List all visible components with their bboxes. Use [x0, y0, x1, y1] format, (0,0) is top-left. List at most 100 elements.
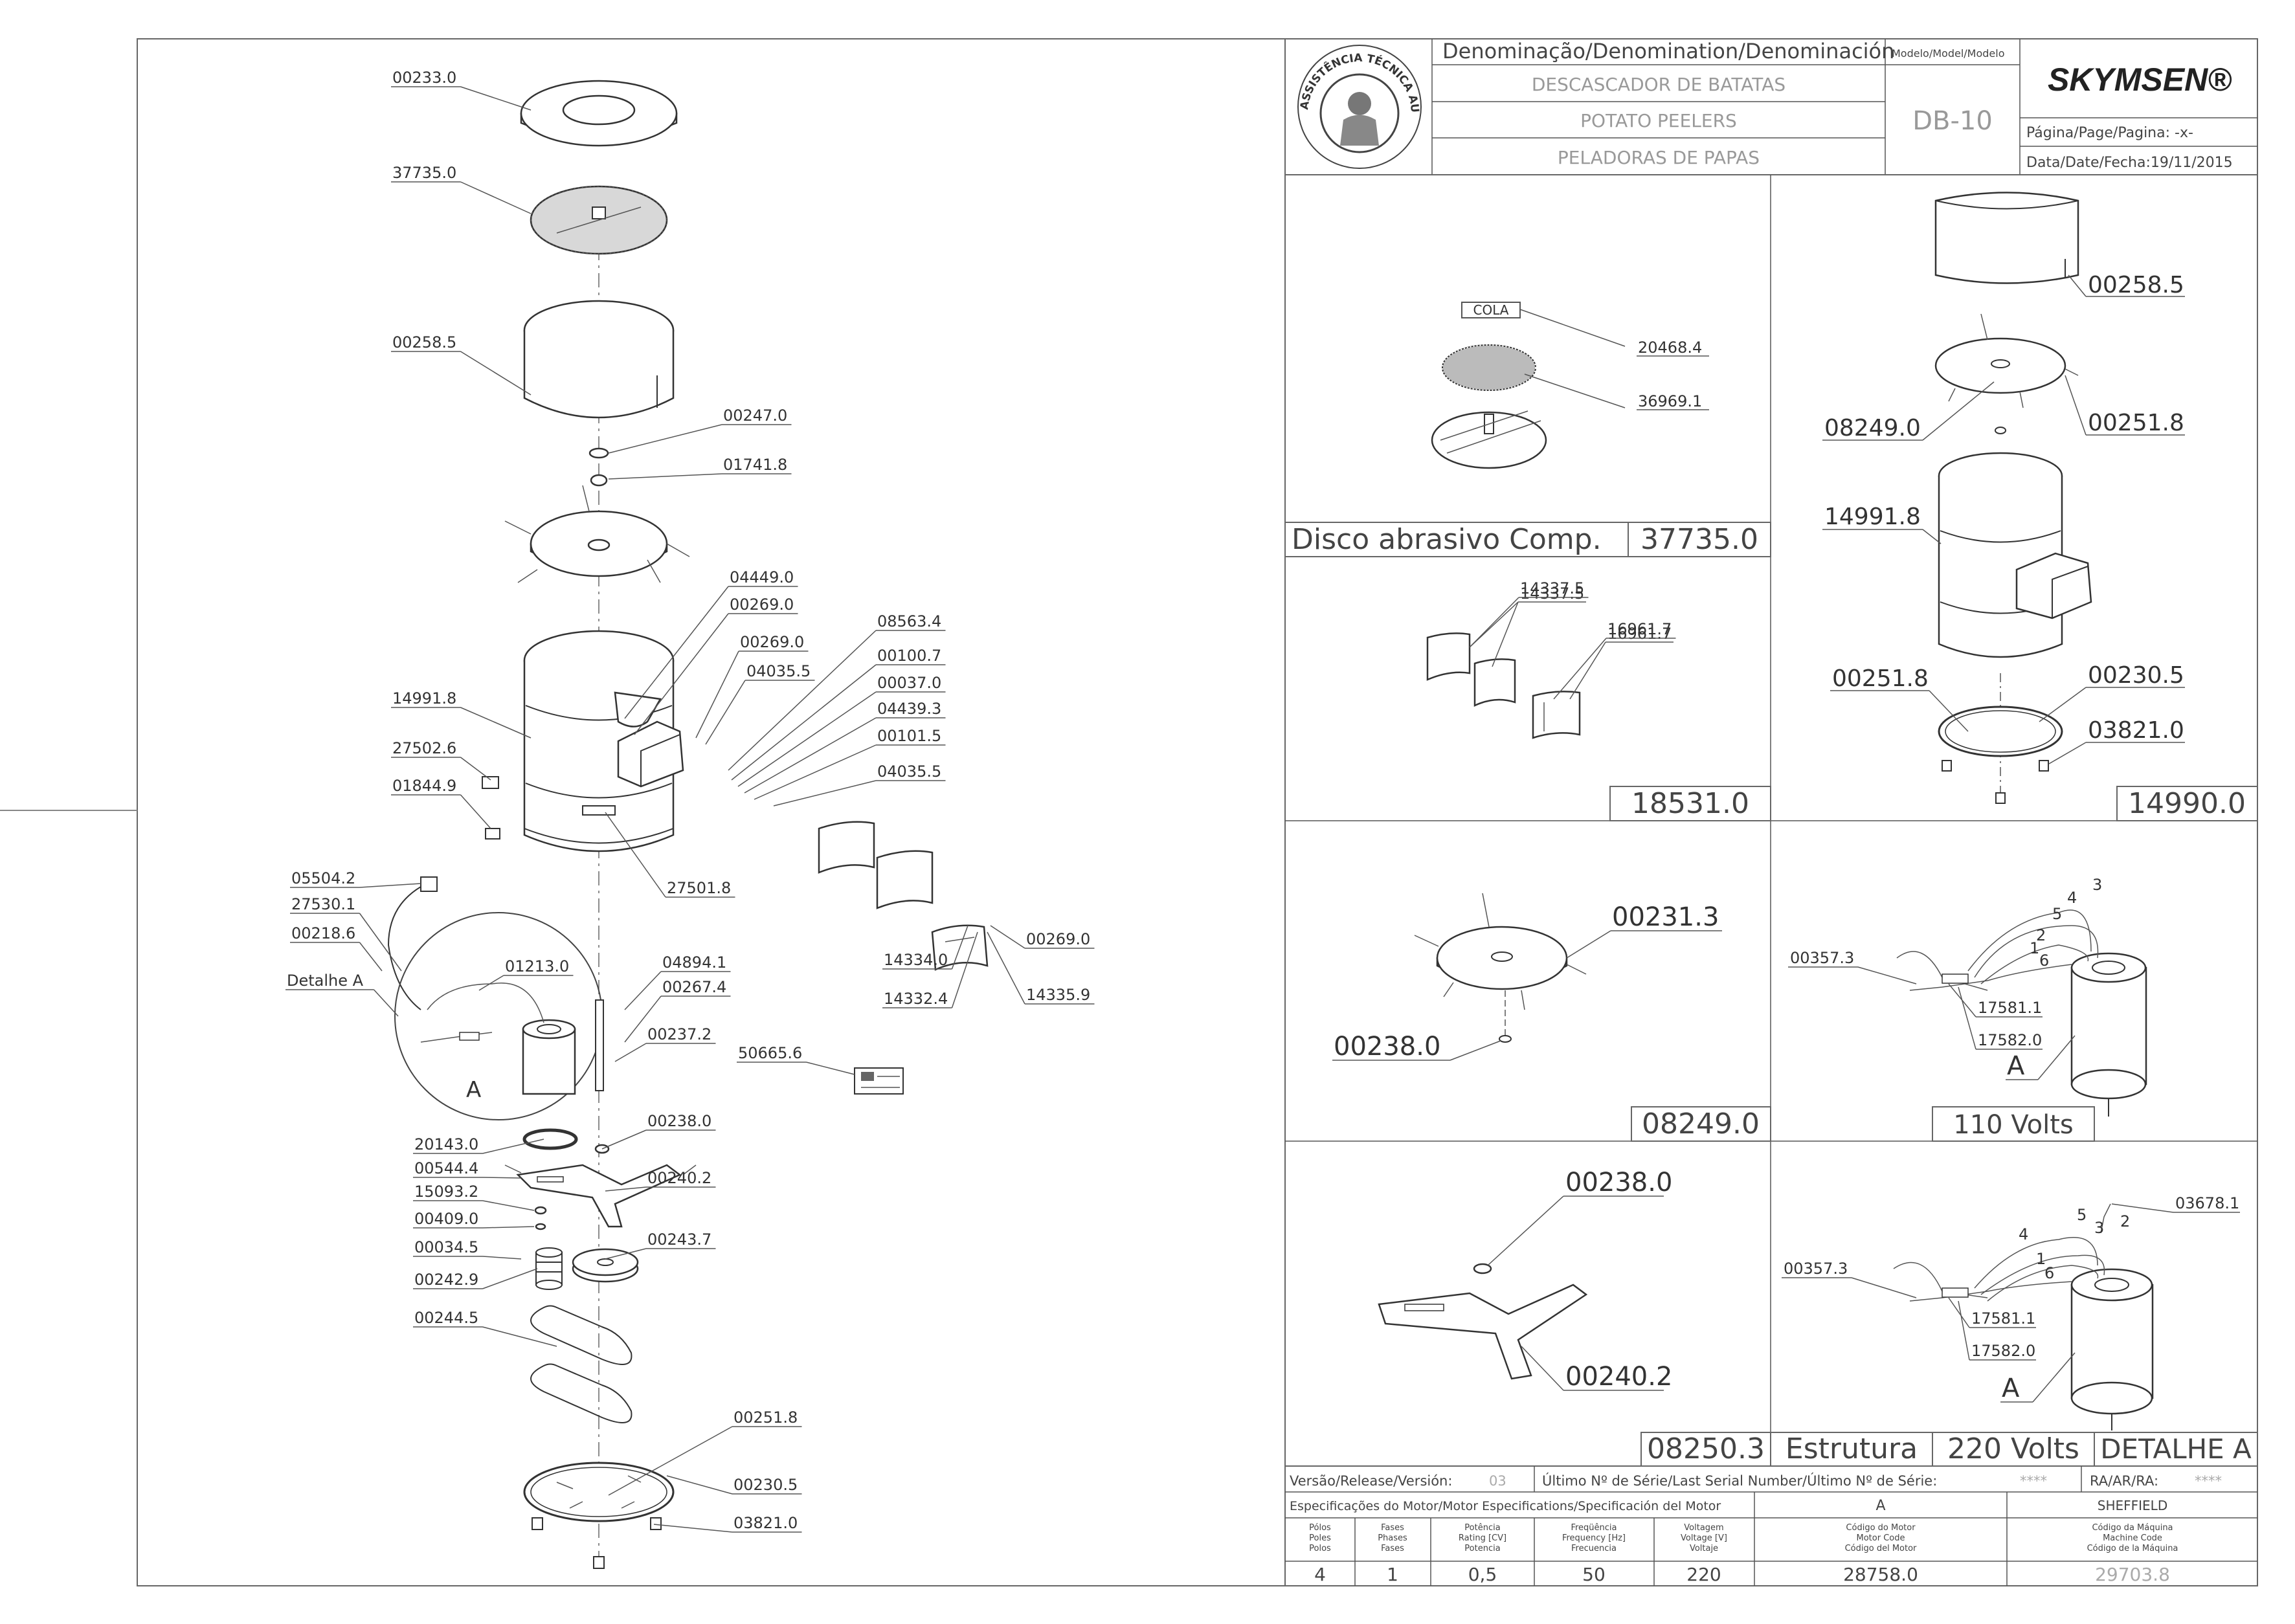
col-voltage-l1: Voltagem: [1684, 1523, 1723, 1533]
tank-code: 14990.0: [2128, 787, 2246, 820]
cola-label: COLA: [1473, 302, 1509, 318]
base-ring: [523, 1462, 675, 1569]
screw-15093: [534, 1206, 547, 1215]
main-part-label-19: 05504.2: [291, 869, 355, 887]
main-part-leader-35: [605, 1248, 647, 1260]
main-part-label-24: 04894.1: [662, 953, 726, 972]
m110-detail: A: [2007, 1051, 2025, 1081]
main-part-leader-4: [608, 473, 722, 480]
m220-wire-d: 4: [2019, 1225, 2028, 1243]
col-phases-l3: Fases: [1381, 1544, 1404, 1553]
main-part-label-10: 00100.7: [877, 647, 941, 665]
main-part-label-25: 00267.4: [662, 978, 726, 996]
col-motor-code-l3: Código del Motor: [1845, 1544, 1917, 1553]
svg-text:ASSISTÊNCIA TÉCNICA AUTORIZADA: ASSISTÊNCIA TÉCNICA AUTORIZADA: [0, 0, 1421, 113]
side-part-label-4: 00269.0: [1026, 930, 1090, 948]
version-label: Versão/Release/Versión:: [1290, 1473, 1452, 1489]
col-rating-l3: Potencia: [1464, 1544, 1500, 1553]
washer-00409: [535, 1223, 546, 1230]
side-part-label-0: 14337.5: [1520, 579, 1584, 597]
m220-wire-a: 5: [2077, 1206, 2087, 1224]
main-part-leader-11: [737, 691, 877, 787]
main-part-leader-1: [460, 181, 532, 214]
main-part-label-1: 37735.0: [392, 164, 456, 182]
col-motor-code-l2: Motor Code: [1857, 1533, 1905, 1543]
side-part-label-2: 14334.0: [884, 951, 948, 969]
col-phases-value: 1: [1387, 1564, 1398, 1585]
motor-variant: A: [1875, 1498, 1885, 1514]
main-part-label-18: 27501.8: [667, 879, 731, 897]
panel-pads: 14337.5 16961.7 18531.0: [1426, 584, 1771, 821]
main-part-leader-24: [624, 971, 662, 1010]
col-machine-code-l1: Código da Máquina: [2092, 1523, 2173, 1533]
main-part-label-7: 00269.0: [740, 633, 804, 651]
m220-detail-label: DETALHE A: [2100, 1433, 2252, 1465]
main-part-leader-40: [653, 1524, 733, 1533]
main-part-leader-26: [614, 1043, 647, 1062]
main-part-leader-31: [605, 1186, 647, 1192]
m220-wire-e: 1: [2036, 1250, 2046, 1268]
main-part-label-16: 27502.6: [392, 739, 456, 757]
rotating-plate: [504, 485, 690, 583]
main-tank: [523, 630, 684, 852]
main-part-label-34: 00034.5: [414, 1238, 478, 1256]
m110-wire-f: 6: [2039, 951, 2049, 970]
m110-wire-a: 3: [2092, 876, 2102, 894]
m220-wire-f: 6: [2044, 1264, 2054, 1282]
m110-p3: 17582.0: [1978, 1031, 2042, 1049]
col-motor-code-l1: Código do Motor: [1846, 1523, 1916, 1533]
main-part-label-8: 04035.5: [746, 662, 811, 680]
main-part-leader-32: [482, 1200, 535, 1211]
panel-structure: 00238.0 00240.2 08250.3 Estrutura: [1378, 1168, 1933, 1467]
m110-wire-b: 4: [2067, 889, 2077, 907]
tank-p3: 00251.8: [2088, 410, 2184, 436]
shaft: [595, 999, 604, 1091]
main-part-leader-14: [773, 780, 877, 806]
main-part-leader-34: [482, 1256, 522, 1260]
detail-panels: COLA 20468.4 36969.1 Disco abrasivo Comp…: [1284, 174, 2258, 1467]
main-part-label-14: 04035.5: [877, 762, 941, 781]
main-part-leader-10: [731, 664, 877, 781]
struct-p1: 00238.0: [1565, 1168, 1672, 1197]
struct-name: Estrutura: [1786, 1432, 1918, 1465]
main-part-label-33: 00409.0: [414, 1210, 478, 1228]
col-rating-l2: Rating [CV]: [1459, 1533, 1506, 1543]
main-part-label-12: 04439.3: [877, 700, 941, 718]
col-machine-code-l3: Código de la Máquina: [2087, 1544, 2178, 1553]
disco-name: Disco abrasivo Comp.: [1292, 523, 1602, 556]
main-part-label-26: 00237.2: [647, 1025, 711, 1043]
col-freq-l1: Freqüência: [1571, 1523, 1617, 1533]
side-part-label-1: 16961.7: [1607, 620, 1672, 638]
col-poles-l1: Pólos: [1309, 1523, 1331, 1533]
main-part-label-35: 00243.7: [647, 1230, 711, 1249]
date-label: Data/Date/Fecha:19/11/2015: [2026, 155, 2233, 171]
disco-code: 37735.0: [1640, 523, 1758, 556]
tank-p4: 14991.8: [1824, 504, 1921, 530]
col-motor-code-value: 28758.0: [1843, 1564, 1918, 1585]
main-part-leader-5: [624, 586, 729, 719]
m220-voltage: 220 Volts: [1947, 1432, 2079, 1465]
main-part-label-30: 00544.4: [414, 1159, 478, 1177]
main-part-label-36: 00242.9: [414, 1271, 478, 1289]
model-header: Modelo/Model/Modelo: [1892, 47, 2004, 60]
main-part-leader-21: [359, 942, 383, 972]
spec-block: Versão/Release/Versión: 03 Último Nº de …: [1284, 1465, 2258, 1586]
m220-wire-b: 3: [2094, 1219, 2104, 1237]
main-part-label-39: 00230.5: [733, 1476, 798, 1494]
col-poles-value: 4: [1314, 1564, 1326, 1585]
warning-plate: [854, 1067, 904, 1095]
side-pads: [818, 821, 989, 971]
main-part-label-4: 01741.8: [723, 456, 787, 474]
col-machine-code-l2: Machine Code: [2103, 1533, 2162, 1543]
main-part-leader-16: [460, 757, 491, 781]
main-part-label-9: 08563.4: [877, 612, 941, 630]
side-part-leader-1: [1553, 638, 1607, 700]
belts: [530, 1305, 633, 1423]
main-part-leader-39: [666, 1475, 733, 1495]
main-part-leader-22: [373, 989, 399, 1017]
main-part-leader-38: [608, 1426, 733, 1496]
col-poles-l3: Polos: [1309, 1544, 1331, 1553]
main-part-leader-25: [624, 996, 662, 1043]
main-part-leader-28: [482, 1139, 544, 1154]
